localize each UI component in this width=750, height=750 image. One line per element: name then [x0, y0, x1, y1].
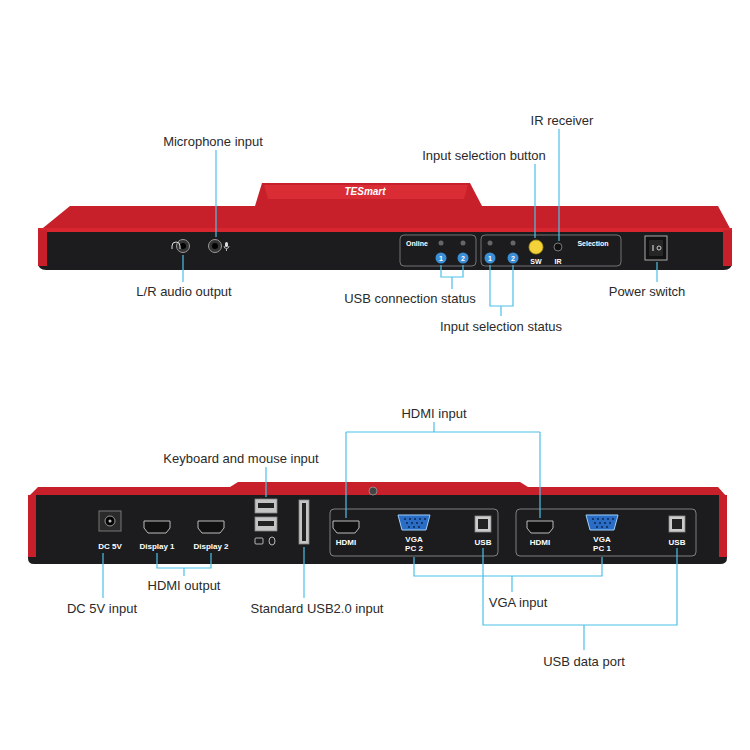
brand-logo: TESmart — [344, 187, 385, 197]
port-text: VGA — [405, 536, 422, 544]
callout-label: USB connection status — [344, 292, 476, 305]
panel-text: IR — [555, 258, 562, 265]
callout-label: IR receiver — [531, 114, 594, 127]
led-number: 1 — [439, 255, 443, 262]
port-text: USB — [669, 539, 686, 547]
callout-label: VGA input — [489, 596, 548, 609]
port-text: Display 2 — [193, 543, 228, 551]
callout-label: HDMI output — [148, 579, 221, 592]
led-number: 2 — [511, 255, 515, 262]
port-text: PC 2 — [405, 545, 423, 553]
leader-lines — [183, 129, 657, 316]
callout-label: Keyboard and mouse input — [163, 452, 318, 465]
callout-label: Input selection status — [440, 320, 562, 333]
led-number: 2 — [461, 255, 465, 262]
callout-label: Standard USB2.0 input — [251, 602, 384, 615]
port-text: DC 5V — [98, 543, 122, 551]
port-text: HDMI — [336, 539, 356, 547]
port-text: HDMI — [530, 539, 550, 547]
panel-text: Selection — [577, 240, 608, 247]
callout-label: HDMI input — [401, 407, 466, 420]
back-panel — [28, 482, 727, 564]
port-text: USB — [475, 539, 492, 547]
callout-label: Input selection button — [422, 149, 546, 162]
callout-label: USB data port — [543, 655, 625, 668]
panel-text: Online — [406, 240, 428, 247]
callout-label: Power switch — [609, 285, 686, 298]
callout-label: L/R audio output — [136, 285, 231, 298]
front-panel — [38, 183, 732, 270]
port-text: PC 1 — [593, 545, 611, 553]
port-text: Display 1 — [139, 543, 174, 551]
callout-label: DC 5V input — [67, 602, 137, 615]
leader-lines — [103, 422, 677, 650]
port-text: VGA — [593, 536, 610, 544]
panel-text: SW — [530, 258, 541, 265]
led-number: 1 — [488, 255, 492, 262]
callout-label: Microphone input — [163, 135, 263, 148]
